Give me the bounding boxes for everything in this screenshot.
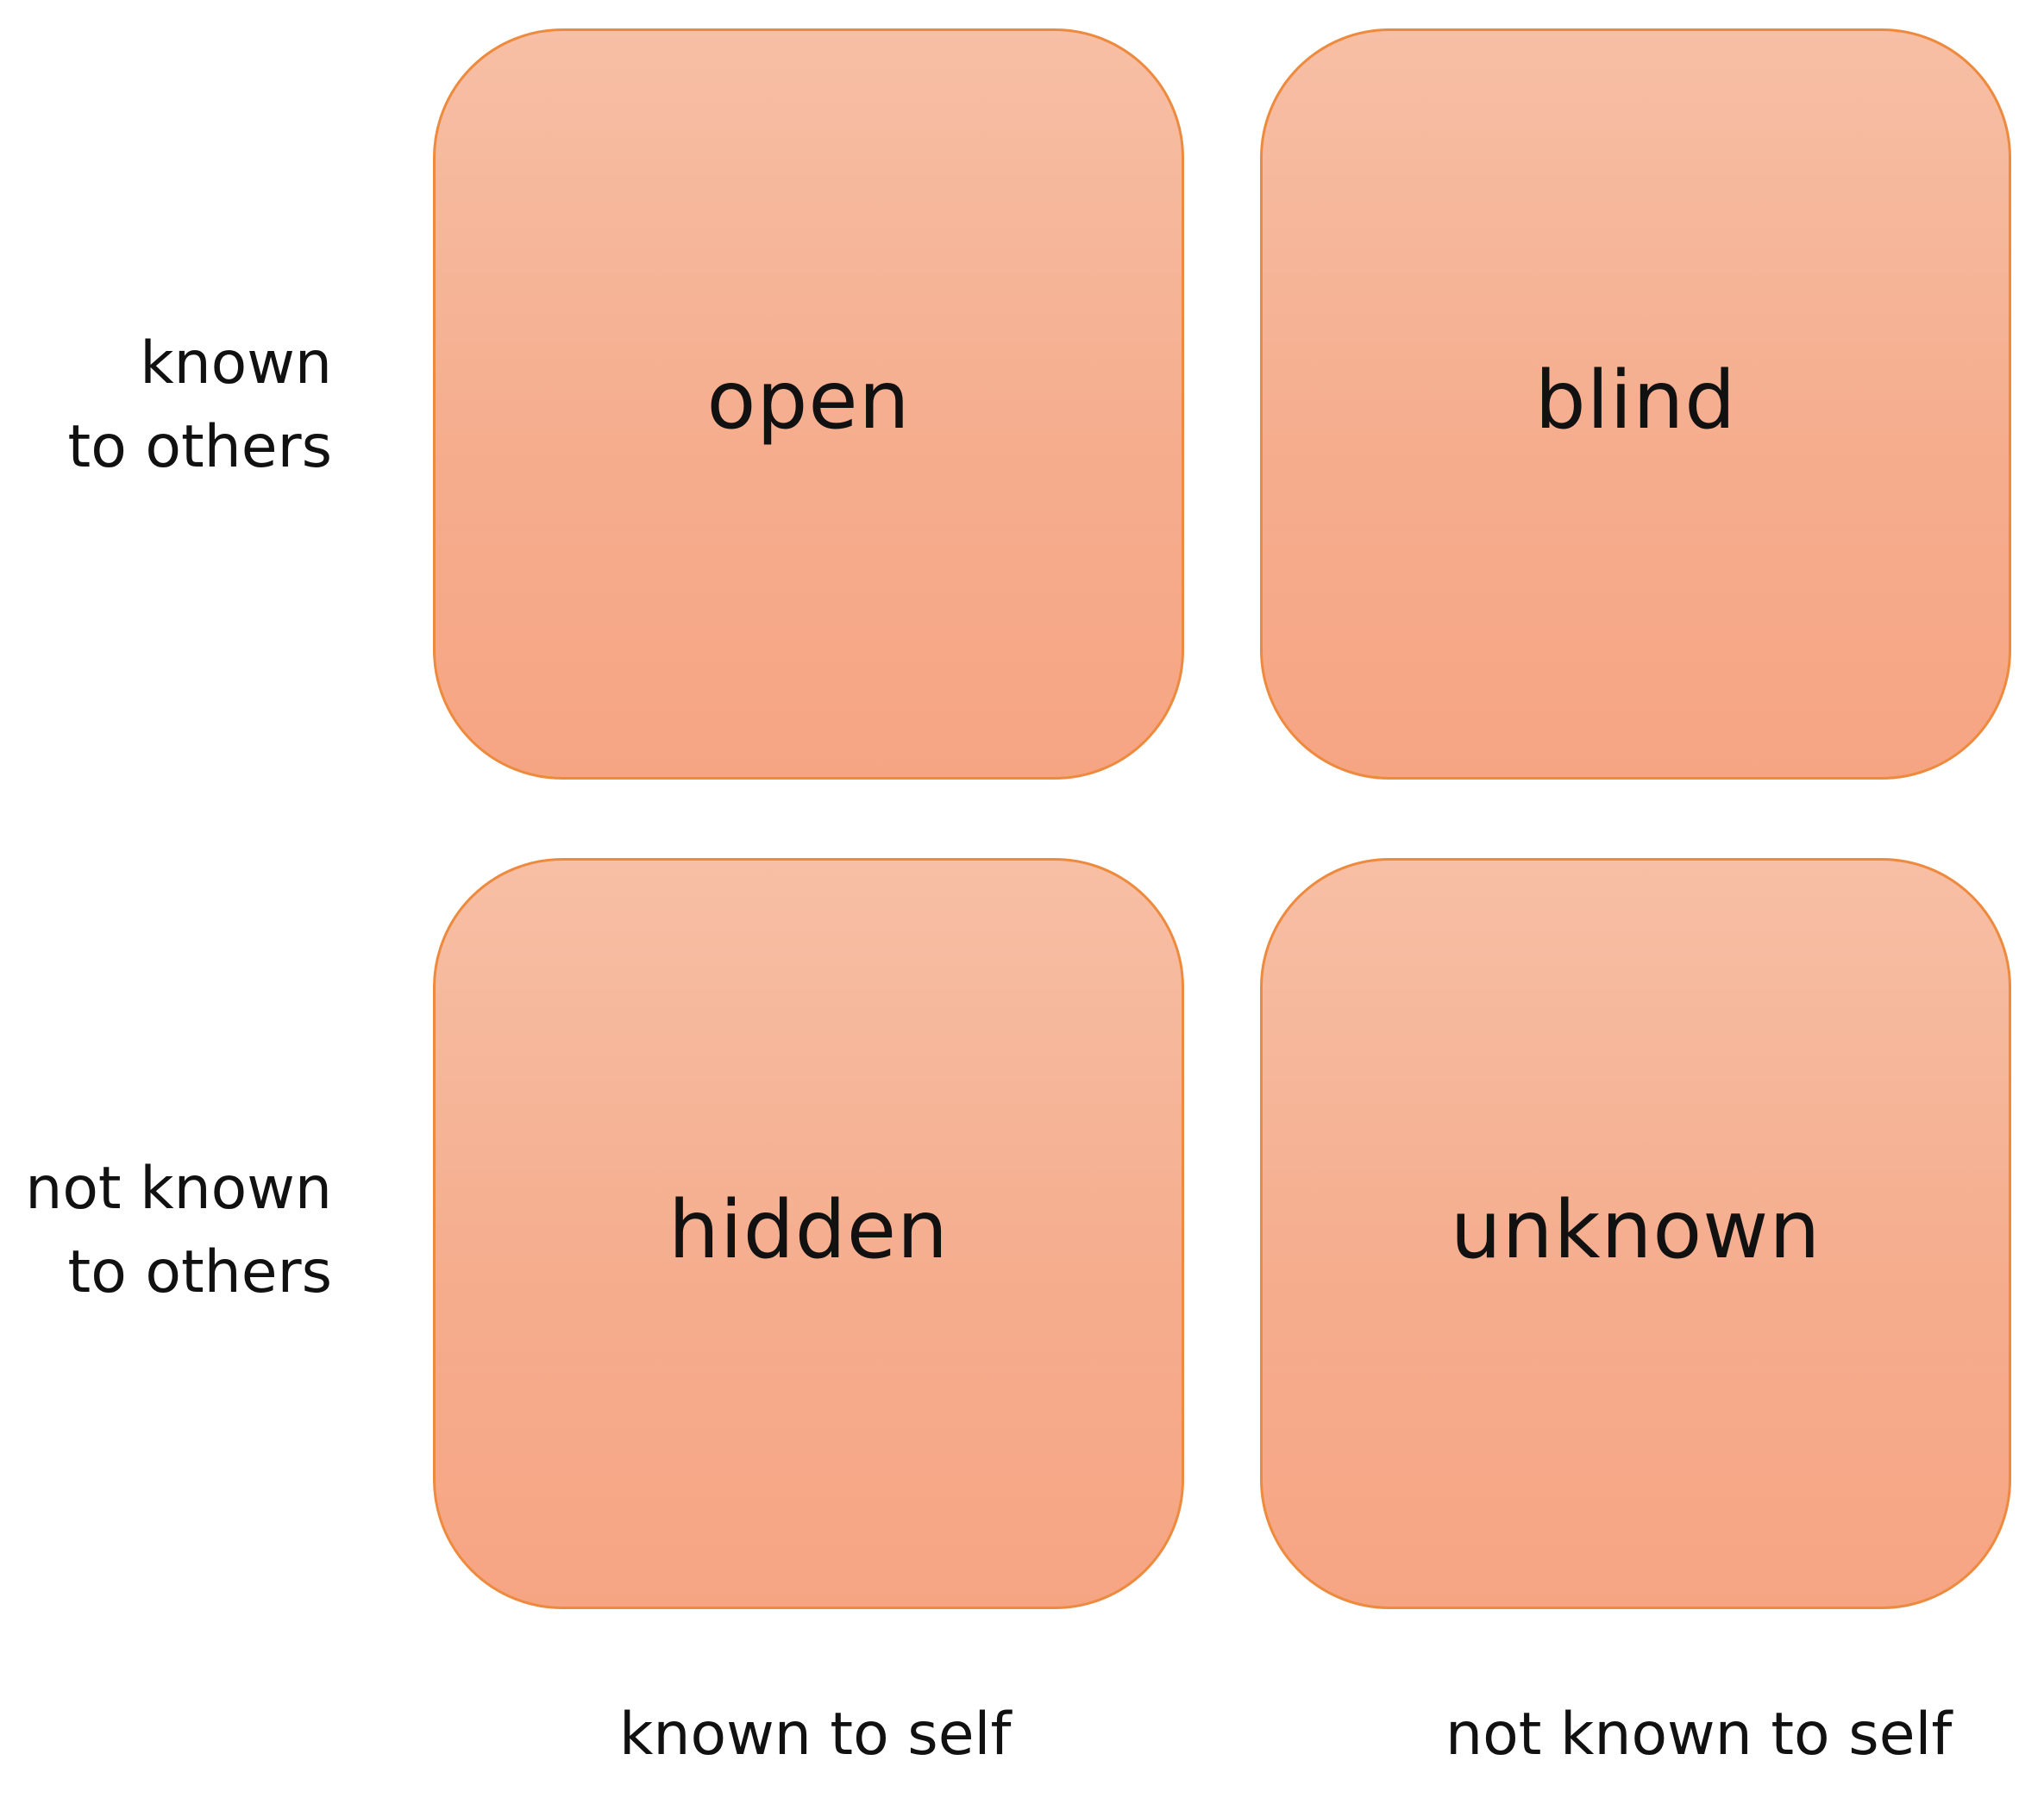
quadrant-open: open xyxy=(433,28,1184,780)
quadrant-hidden-label: hidden xyxy=(668,1183,949,1276)
column-label-not-known-to-self: not known to self xyxy=(1445,1701,1953,1769)
quadrant-hidden: hidden xyxy=(433,858,1184,1609)
quadrant-unknown: unknown xyxy=(1260,858,2011,1609)
quadrant-blind-label: blind xyxy=(1534,354,1737,447)
quadrant-blind: blind xyxy=(1260,28,2011,780)
row-label-not-known-line2: to others xyxy=(67,1238,332,1306)
row-label-not-known-line1: not known xyxy=(25,1155,332,1223)
column-label-known-to-self: known to self xyxy=(619,1701,1012,1769)
quadrant-unknown-label: unknown xyxy=(1450,1183,1821,1276)
quadrant-open-label: open xyxy=(706,354,911,447)
row-label-known-line2: to others xyxy=(67,413,332,481)
row-label-known-line1: known xyxy=(140,329,332,398)
row-label-not-known-to-others: not known to others xyxy=(25,1147,332,1314)
row-label-known-to-others: known to others xyxy=(68,322,332,489)
